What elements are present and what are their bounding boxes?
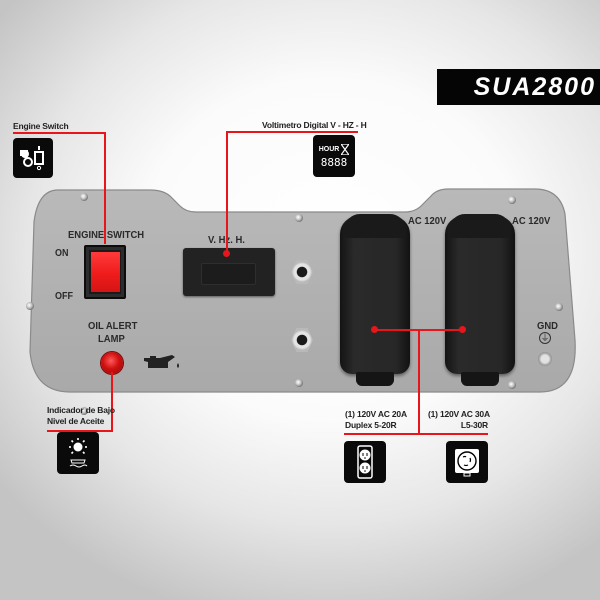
screw: [508, 381, 516, 389]
outlet-cover-twistlock[interactable]: [445, 216, 515, 374]
screw: [555, 303, 563, 311]
oil-lamp-icon: [57, 432, 99, 474]
outlet-cover-duplex[interactable]: [340, 216, 410, 374]
callout-dot: [459, 326, 466, 333]
oil-indicator-callout-line2: Nivel de Aceite: [47, 416, 105, 426]
hourglass-icon: [341, 144, 350, 155]
outlet-cover-duplex-tab[interactable]: [356, 372, 394, 386]
screw: [80, 193, 88, 201]
on-label: ON: [55, 248, 69, 259]
outlet-cover-twistlock-tab[interactable]: [461, 372, 499, 386]
engine-switch-icon: [13, 138, 53, 178]
model-badge: SUA2800: [437, 69, 600, 105]
control-panel: [29, 188, 576, 393]
oil-alert-lamp: [101, 352, 123, 374]
twistlock-outlet-icon: [446, 441, 488, 483]
off-label: OFF: [55, 291, 73, 302]
engine-switch-callout-label: Engine Switch: [13, 121, 69, 131]
outlet2-panel-label: AC 120V: [512, 215, 551, 227]
callout-line: [13, 132, 106, 134]
screw: [295, 214, 303, 222]
duplex-callout-line2: Duplex 5-20R: [345, 420, 397, 430]
hour-meter-icon: HOUR 8888: [313, 135, 355, 177]
twistlock-callout-line2: L5-30R: [460, 420, 488, 430]
callout-line: [104, 132, 106, 244]
callout-line: [226, 131, 228, 253]
oil-indicator-callout-line1: Indicador de Bajo: [47, 405, 115, 415]
outlet-cover-duplex-top: [344, 214, 406, 238]
breaker-nut: [291, 260, 313, 284]
twistlock-callout-line1: (1) 120V AC 30A: [428, 409, 490, 419]
callout-line: [418, 329, 420, 435]
outlet-cover-twistlock-top: [449, 214, 511, 238]
callout-line: [228, 131, 358, 133]
hour-text: HOUR: [318, 146, 340, 153]
duplex-callout-line1: (1) 120V AC 20A: [345, 409, 407, 419]
screw: [295, 379, 303, 387]
screw: [508, 196, 516, 204]
engine-switch-panel-label: ENGINE SWITCH: [68, 229, 145, 241]
oil-alert-label-line1: OIL ALERT: [88, 320, 138, 332]
ground-terminal[interactable]: [538, 352, 552, 366]
callout-line: [111, 372, 113, 432]
voltmeter-callout-label: Voltimetro Digital V - HZ - H: [262, 120, 367, 130]
engine-switch-rocker[interactable]: [91, 252, 120, 292]
breaker-nut: [291, 328, 313, 352]
screw: [80, 407, 88, 415]
callout-line: [344, 433, 488, 435]
duplex-outlet-icon: [344, 441, 386, 483]
screw: [26, 302, 34, 310]
outlet1-panel-label: AC 120V: [408, 215, 447, 227]
oil-can-icon: [144, 355, 179, 368]
oil-alert-label-line2: LAMP: [98, 333, 125, 345]
callout-dot: [223, 250, 230, 257]
digital-meter-display: [201, 263, 256, 285]
model-name: SUA2800: [473, 72, 596, 101]
callout-line: [47, 430, 113, 432]
gnd-label: GND: [537, 320, 559, 332]
ground-symbol-icon: ⏚: [539, 332, 551, 344]
hour-digits: 8888: [320, 156, 348, 169]
